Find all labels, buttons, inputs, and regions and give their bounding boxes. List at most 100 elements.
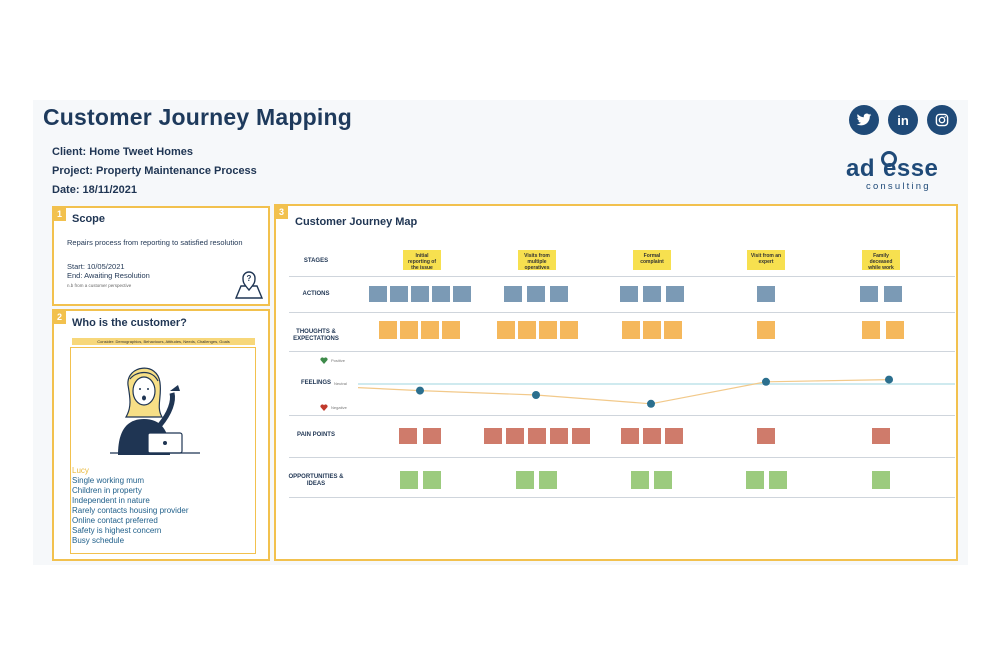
feelings-point <box>532 391 540 399</box>
scope-title: Scope <box>72 213 106 225</box>
logo-subtitle: consulting <box>866 181 931 192</box>
map-title: Customer Journey Map <box>295 216 418 228</box>
row-divider <box>289 312 955 313</box>
persona-trait: Single working mum <box>72 476 145 485</box>
persona-frame <box>70 347 256 554</box>
thought-note <box>622 321 640 339</box>
thought-note <box>421 321 439 339</box>
thought-note <box>518 321 536 339</box>
client-label: Client: Home Tweet Homes <box>52 146 193 158</box>
twitter-icon[interactable] <box>849 105 879 135</box>
pain-point-note <box>550 428 568 444</box>
pain-point-note <box>757 428 775 444</box>
pain-point-note <box>423 428 441 444</box>
map-number: 3 <box>275 205 288 219</box>
scope-description: Repairs process from reporting to satisf… <box>67 238 243 247</box>
pain-point-note <box>484 428 502 444</box>
row-divider <box>289 457 955 458</box>
stage-note: Visits from multiple operatives <box>518 250 556 270</box>
customer-consider-banner: Consider: Demographics, Behaviours, Atti… <box>72 338 255 345</box>
row-label-thoughts: THOUGHTS & EXPECTATIONS <box>293 329 339 342</box>
thought-note <box>664 321 682 339</box>
persona-trait: Online contact preferred <box>72 516 158 525</box>
opportunity-note <box>631 471 649 489</box>
stage-note: Family deceased while work completed <box>862 250 900 270</box>
opportunity-note <box>654 471 672 489</box>
persona-trait: Children in property <box>72 486 142 495</box>
pain-point-note <box>665 428 683 444</box>
scope-number: 1 <box>53 207 66 221</box>
feelings-point <box>647 399 655 408</box>
opportunity-note <box>539 471 557 489</box>
thought-note <box>862 321 880 339</box>
thought-note <box>400 321 418 339</box>
thought-note <box>379 321 397 339</box>
pain-point-note <box>528 428 546 444</box>
opportunity-note <box>516 471 534 489</box>
persona-trait: Independent in nature <box>72 496 150 505</box>
positive-heart-icon <box>320 357 328 364</box>
customer-title: Who is the customer? <box>72 317 187 329</box>
action-note <box>453 286 471 302</box>
opportunity-note <box>746 471 764 489</box>
opportunity-note <box>769 471 787 489</box>
thought-note <box>539 321 557 339</box>
thought-note <box>643 321 661 339</box>
action-note <box>369 286 387 302</box>
action-note <box>860 286 878 302</box>
feelings-point <box>416 386 424 395</box>
action-note <box>550 286 568 302</box>
page-title: Customer Journey Mapping <box>43 104 352 130</box>
row-divider <box>289 497 955 498</box>
journey-map-panel <box>274 204 958 561</box>
row-divider <box>289 415 955 416</box>
scope-end: End: Awaiting Resolution <box>67 271 150 280</box>
persona-trait: Rarely contacts housing provider <box>72 506 189 515</box>
action-note <box>643 286 661 302</box>
opportunity-note <box>400 471 418 489</box>
persona-illustration <box>110 367 200 455</box>
stage-note: Visit from an expert <box>747 250 785 270</box>
action-note <box>432 286 450 302</box>
stage-note: Initial reporting of the issue <box>403 250 441 270</box>
thought-note <box>560 321 578 339</box>
map-pin-icon: ? <box>234 271 264 299</box>
negative-heart-icon <box>320 404 328 411</box>
project-label: Project: Property Maintenance Process <box>52 165 257 177</box>
scope-start: Start: 10/05/2021 <box>67 262 125 271</box>
pain-point-note <box>506 428 524 444</box>
thought-note <box>886 321 904 339</box>
persona-trait: Safety is highest concern <box>72 526 162 535</box>
pain-point-note <box>572 428 590 444</box>
opportunity-note <box>872 471 890 489</box>
linkedin-icon[interactable]: in <box>888 105 918 135</box>
action-note <box>411 286 429 302</box>
persona-name: Lucy <box>72 466 89 475</box>
thought-note <box>757 321 775 339</box>
pain-point-note <box>621 428 639 444</box>
instagram-icon[interactable] <box>927 105 957 135</box>
thought-note <box>442 321 460 339</box>
thought-note <box>497 321 515 339</box>
opportunity-note <box>423 471 441 489</box>
logo-mark-icon <box>881 151 897 167</box>
stage-note: Formal complaint <box>633 250 671 270</box>
action-note <box>666 286 684 302</box>
scope-note: n.b from a customer perspective <box>67 283 132 288</box>
feelings-point <box>885 375 893 384</box>
persona-trait: Busy schedule <box>72 536 125 545</box>
action-note <box>390 286 408 302</box>
action-note <box>757 286 775 302</box>
action-note <box>884 286 902 302</box>
feeling-positive-label: Positive <box>331 358 346 363</box>
row-label-opportunities: OPPORTUNITIES & IDEAS <box>288 474 344 487</box>
customer-panel <box>52 309 270 561</box>
row-label-stages: STAGES <box>303 258 329 264</box>
svg-text:?: ? <box>247 274 252 283</box>
date-label: Date: 18/11/2021 <box>52 184 138 196</box>
row-label-feelings: FEELINGS <box>300 380 331 386</box>
pain-point-note <box>872 428 890 444</box>
row-divider <box>289 276 955 277</box>
